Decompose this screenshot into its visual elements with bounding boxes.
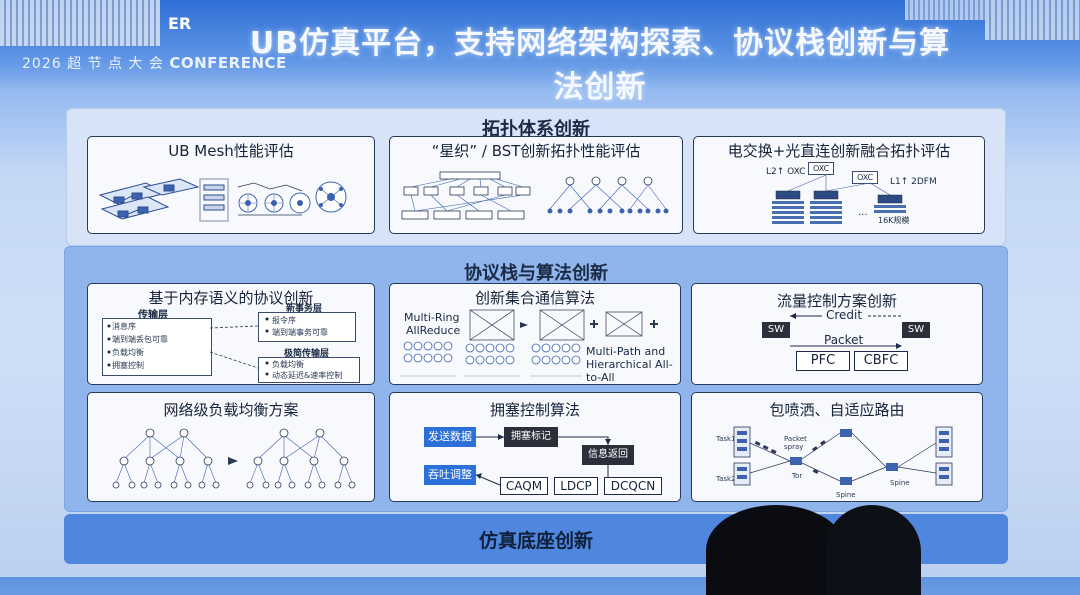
section-simulation-title: 仿真底座创新: [478, 530, 593, 552]
led-screen-left: [0, 0, 160, 46]
card-ocs-title: 电交换+光直连创新融合拓扑评估: [727, 142, 951, 160]
card-collective-comm: 创新集合通信算法 Multi-Ring AllReduce Multi-Path…: [389, 283, 681, 385]
ocs-diagram: [772, 174, 906, 224]
memory-right-bottom-box: [258, 357, 360, 383]
card-loadbalance-title: 网络级负载均衡方案: [163, 401, 299, 419]
conference-name: 2026 超 节 点 大 会: [22, 56, 164, 72]
audience-head-right: [826, 505, 921, 595]
congestion-mark-box: 拥塞标记: [504, 427, 558, 447]
collective-label-multiring: Multi-Ring: [404, 311, 460, 324]
card-ubmesh-title: UB Mesh性能评估: [168, 142, 294, 160]
collective-label-multipath: Multi-Path and: [586, 345, 666, 358]
ocs-box-oxc-2: OXC: [852, 171, 879, 184]
collective-label-allreduce: AllReduce: [406, 324, 461, 337]
memory-left-item-4: 拥塞控制: [112, 361, 144, 370]
conference-line: 2026 超 节 点 大 会 CONFERENCE: [22, 53, 287, 73]
memory-right-top-item-1: 报令序: [272, 316, 296, 325]
card-ocs-topology: 电交换+光直连创新融合拓扑评估 L2↑ OXC OXC OXC L1↑ 2DFM…: [693, 136, 985, 234]
flow-cbfc-box: CBFC: [854, 351, 908, 371]
card-packet-spray: 包喷洒、自适应路由 Task1 Task2 Packet spray Tor S…: [691, 392, 983, 502]
card-star-title: “星织” / BST创新拓扑性能评估: [431, 142, 641, 160]
led-screen-right-small: [905, 0, 985, 20]
collective-diagram: [400, 309, 658, 377]
card-congestion-title: 拥塞控制算法: [489, 401, 580, 419]
star-topology-diagram: [401, 171, 669, 220]
memory-right-top-item-2: 端到端事务可靠: [272, 328, 328, 337]
spray-diagram: [733, 426, 953, 486]
memory-left-item-1: 消息序: [112, 322, 136, 331]
memory-left-box: [102, 318, 212, 376]
card-collective-title: 创新集合通信算法: [474, 289, 595, 307]
congestion-dcqcn-box: DCQCN: [604, 477, 662, 495]
audience-head-left: [706, 505, 846, 595]
card-memory-protocol: 基于内存语义的协议创新 传输层 消息序 端到端丢包可靠 负载均衡 拥塞控制 新事…: [87, 283, 375, 385]
congestion-feedback-box: 信息返回: [582, 445, 634, 465]
ocs-label-l2: L2↑ OXC: [766, 167, 806, 177]
card-star-topology: “星织” / BST创新拓扑性能评估: [389, 136, 683, 234]
led-screen-right: [985, 0, 1080, 40]
card-load-balancing: 网络级负载均衡方案: [87, 392, 375, 502]
flow-switch-right: SW: [902, 322, 930, 338]
loadbalance-diagram: [112, 428, 356, 489]
ocs-label-l1: L1↑ 2DFM: [890, 177, 937, 187]
collective-label-hierarchical: Hierarchical All-: [586, 358, 673, 371]
flow-pfc-box: PFC: [796, 351, 850, 371]
slide-title: UB仿真平台，支持网络架构探索、协议栈创新与算法创新: [249, 26, 951, 105]
ubmesh-diagram: [98, 178, 347, 222]
card-ubmesh: UB Mesh性能评估: [87, 136, 375, 234]
memory-left-item-3: 负载均衡: [112, 348, 144, 357]
card-spray-title: 包喷洒、自适应路由: [769, 401, 905, 419]
section-topology-title: 拓扑体系创新: [482, 119, 590, 140]
spray-tor-label: Tor: [792, 472, 803, 480]
flow-switch-left: SW: [762, 322, 790, 338]
ocs-box-oxc-1: OXC: [808, 162, 835, 175]
conference-word: CONFERENCE: [169, 54, 287, 72]
ocs-label-scale: 16K规模: [878, 216, 910, 225]
spray-spine-bottom-label: Spine: [836, 491, 856, 499]
card-flow-control: 流量控制方案创新 SW SW Credit Packet PFC CBFC: [691, 283, 983, 385]
memory-right-bottom-header: 极简传输层: [284, 349, 330, 359]
memory-right-bottom-item-2: 动态延迟&速率控制: [272, 371, 343, 380]
ocs-label-ellipsis: ...: [858, 207, 868, 218]
flow-arrows: [790, 313, 902, 349]
flow-packet-label: Packet: [824, 333, 864, 347]
section-protocol: 协议栈与算法创新 基于内存语义的协议创新 传输层 消息序 端到端丢包可靠 负载均…: [64, 246, 1008, 512]
spray-spine-right-label: Spine: [890, 479, 910, 487]
conference-partial-text: ER: [168, 14, 192, 33]
congestion-caqm-box: CAQM: [500, 477, 548, 495]
memory-right-top-box: [258, 312, 356, 342]
memory-right-top-header: 新事务层: [286, 304, 323, 314]
congestion-ldcp-box: LDCP: [554, 477, 598, 495]
congestion-arrows: [475, 434, 620, 486]
spray-task2-label: Task2: [716, 475, 736, 483]
memory-left-item-2: 端到端丢包可靠: [112, 335, 168, 344]
collective-label-toall: to-All: [586, 371, 615, 384]
memory-left-header: 传输层: [138, 310, 168, 321]
flow-credit-label: Credit: [826, 308, 863, 322]
spray-task1-label: Task1: [716, 435, 736, 443]
memory-connectors: [107, 317, 269, 376]
section-protocol-title: 协议栈与算法创新: [464, 263, 608, 284]
congestion-send-box: 发送数据: [424, 427, 476, 447]
card-memory-title: 基于内存语义的协议创新: [148, 289, 314, 307]
congestion-throughput-box: 吞吐调整: [424, 465, 476, 485]
card-congestion-control: 拥塞控制算法 发送数据 拥塞标记 信息返回 吞吐调整 CAQM LDCP: [389, 392, 681, 502]
header-glow: [0, 0, 1080, 90]
spray-packet-label: Packet spray: [784, 435, 807, 451]
card-flow-title: 流量控制方案创新: [776, 292, 897, 310]
section-topology: 拓扑体系创新 UB Mesh性能评估: [66, 108, 1006, 246]
memory-right-bottom-item-1: 负载均衡: [272, 360, 304, 369]
